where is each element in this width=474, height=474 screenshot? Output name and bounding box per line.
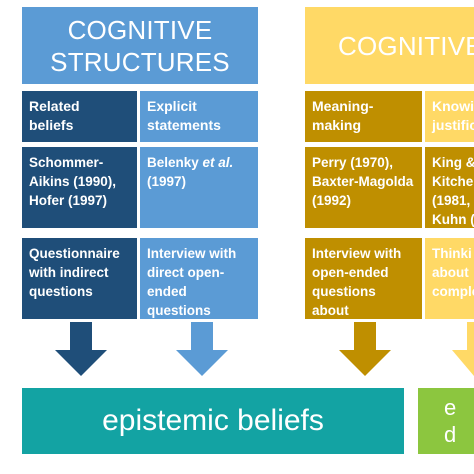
cognitive-header-right: COGNITIVE <box>305 7 474 84</box>
belenky-author: Belenky <box>147 155 203 170</box>
down-arrow-light-blue <box>176 322 228 376</box>
related-beliefs-title: Related beliefs <box>22 91 137 142</box>
cognitive-structures-header: COGNITIVE STRUCTURES <box>22 7 258 84</box>
down-arrow-light-gold <box>452 322 474 376</box>
right-bottom-label: e d <box>444 395 457 447</box>
right-bottom-box: e d <box>418 388 474 454</box>
meaning-making-references: Perry (1970), Baxter-Magolda (1992) <box>305 147 422 228</box>
knowing-justification-references: King & Kitche (1981, Kuhn ( <box>425 147 474 228</box>
epistemic-beliefs-box: epistemic beliefs <box>22 388 404 454</box>
et-al-italic: et al. <box>202 155 234 170</box>
meaning-making-title: Meaning- making <box>305 91 422 142</box>
knowing-justification-title: Knowi justific <box>425 91 474 142</box>
down-arrow-dark-gold <box>339 322 391 376</box>
explicit-statements-title: Explicit statements <box>140 91 258 142</box>
belenky-year: (1997) <box>147 174 187 189</box>
explicit-statements-references: Belenky et al. (1997) <box>140 147 258 228</box>
explicit-statements-method: Interview with direct open- ended questi… <box>140 238 258 319</box>
epistemic-beliefs-label: epistemic beliefs <box>102 404 324 437</box>
meaning-making-method: Interview with open-ended questions abou… <box>305 238 422 337</box>
related-beliefs-references: Schommer- Aikins (1990), Hofer (1997) <box>22 147 137 228</box>
cognitive-header-right-label: COGNITIVE <box>338 30 474 61</box>
related-beliefs-method: Questionnaire with indirect questions <box>22 238 137 319</box>
down-arrow-dark-blue <box>55 322 107 376</box>
